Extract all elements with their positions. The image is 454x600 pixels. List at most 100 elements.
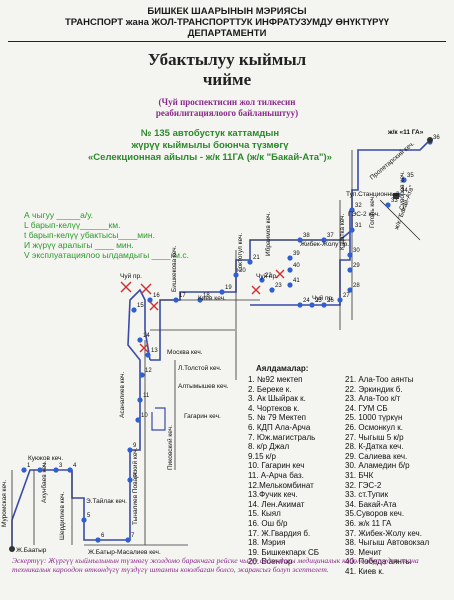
street-gagarin: Гагарин кеч. <box>184 413 221 420</box>
stop-number-19: 19 <box>225 285 232 291</box>
stop-number-8: 8 <box>133 473 137 479</box>
stop-number-40: 40 <box>293 263 300 269</box>
param-length: L барып-келүү______км. <box>24 220 121 230</box>
stop-number-36: 36 <box>433 135 440 141</box>
stop-marker-22 <box>259 277 265 283</box>
stop-item: 33. ст.Тупик <box>345 490 389 500</box>
stop-number-21: 21 <box>253 255 260 261</box>
stop-number-23: 23 <box>275 283 282 289</box>
stop-item: 34. Бакай-Ата <box>345 499 397 509</box>
street-toktogul: Токтогул кеч. <box>237 233 244 272</box>
header-divider <box>8 41 446 42</box>
street-tailak: Э.Тайлак кеч. <box>86 497 127 505</box>
stop-item: 9.15 к/р <box>248 451 276 461</box>
stop-marker-1 <box>21 467 27 473</box>
stop-number-11: 11 <box>143 393 150 399</box>
stop-number-24: 24 <box>303 298 310 304</box>
stop-marker-17 <box>173 297 179 303</box>
street-kdatka: К.Датка кеч. <box>339 213 346 250</box>
street-asanaliev: Асаналиев кеч. <box>119 372 126 418</box>
stop-item: 8. к/р Джал <box>248 442 290 452</box>
stop-item: 38. Чыгыш Автовокзал <box>345 538 430 548</box>
stop-number-31: 31 <box>355 223 362 229</box>
stop-marker-10 <box>135 417 141 423</box>
stop-number-25: 25 <box>315 298 322 304</box>
stop-item: 29. Салиева кеч. <box>345 451 408 461</box>
stop-item: 22. Эркиндик б. <box>345 384 403 394</box>
stop-number-9: 9 <box>133 443 137 449</box>
header-line-2: ТРАНСПОРТ жана ЖОЛ-ТРАНСПОРТТУК ИНФРАТУЗ… <box>64 17 390 28</box>
stop-number-17: 17 <box>179 293 186 299</box>
street-chuy-right: Чуй пр. <box>312 294 334 302</box>
header-line-1: БИШКЕК ШААРЫНЫН МЭРИЯСЫ <box>147 6 307 17</box>
stop-number-37: 37 <box>327 233 334 239</box>
stop-marker-25 <box>309 302 315 308</box>
stop-marker-30 <box>347 252 353 258</box>
stop-marker-39 <box>287 255 293 261</box>
stop-number-38: 38 <box>303 233 310 239</box>
stop-item: 35.Суворов кеч. <box>345 509 405 519</box>
stop-item: 28. К-Датка кеч. <box>345 442 404 452</box>
stop-item: 26. Осмонкул к. <box>345 422 403 432</box>
stop-marker-27 <box>337 297 343 303</box>
stop-marker-19 <box>219 289 225 295</box>
stop-number-13: 13 <box>151 348 158 354</box>
header-line-3: ДЕПАРТАМЕНТИ <box>187 28 267 39</box>
stop-item: 14. Лен.Акимат <box>248 499 305 509</box>
stop-item: 10. Гагарин кеч <box>248 461 305 471</box>
stop-number-14: 14 <box>143 333 150 339</box>
route-line-2: жүрүү кыймылы боюнча түзмөгү <box>131 140 289 151</box>
subtitle-line-1: (Чуй проспектисин жол тилкесин <box>158 97 296 107</box>
street-akhunbaev: Ахунбаев кеч. <box>40 461 48 503</box>
stop-number-2: 2 <box>43 463 47 469</box>
stop-item: 40. Победа аянты <box>345 557 412 567</box>
stop-number-15: 15 <box>137 303 144 309</box>
stop-marker-37 <box>321 237 327 243</box>
stop-marker-33 <box>385 202 391 208</box>
stop-marker-41 <box>287 282 293 288</box>
stop-item: 32. ГЭС-2 <box>345 480 382 490</box>
stop-marker-6 <box>95 537 101 543</box>
stop-marker-16 <box>147 297 153 303</box>
stop-number-39: 39 <box>293 251 300 257</box>
stop-item: 17. Ж.Гвардия б. <box>248 528 311 538</box>
street-grid <box>11 150 421 548</box>
street-ibraimov: Ибраимов кеч. <box>264 212 272 256</box>
street-suvorov: Суворов кеч. <box>399 171 406 210</box>
stop-number-7: 7 <box>131 533 135 539</box>
street-gas2: ГЭС-2 кеч. <box>348 211 380 218</box>
street-kuyukov: Куюков кеч. <box>28 455 63 462</box>
stop-item: 2. Береке к. <box>248 384 292 394</box>
cross-marks <box>120 269 285 353</box>
stop-marker-20 <box>233 272 239 278</box>
stop-item: 31. БЧК <box>345 470 374 480</box>
param-output: А чыгуу _____а/у. <box>24 210 94 220</box>
stop-marker-9 <box>127 447 133 453</box>
stop-item: 27. Чыгыш 5 к/р <box>345 432 404 442</box>
stop-item: 1. №92 мектеп <box>248 375 303 384</box>
stop-marker-23 <box>269 287 275 293</box>
stop-number-3: 3 <box>59 463 63 469</box>
stop-item: 16. Ош б/р <box>248 518 288 528</box>
stop-number-26: 26 <box>327 298 334 304</box>
street-kiev: Киев кеч. <box>198 295 226 302</box>
stop-marker-35 <box>401 177 407 183</box>
stop-marker-14 <box>137 337 143 343</box>
end-label: ж/к «11 ГА» <box>387 129 424 136</box>
street-altymyshev: Алтымышев кеч. <box>178 383 229 390</box>
stop-number-27: 27 <box>343 293 350 299</box>
stop-item: 11. А-Арча баз. <box>248 470 304 480</box>
title-line-2: чийме <box>202 70 252 89</box>
stop-marker-4 <box>67 467 73 473</box>
stop-marker-8 <box>127 477 133 483</box>
street-bishkekova: Бишкекова кеч. <box>171 245 178 292</box>
street-jibek-jolu: Жибек-Жолу пр. <box>300 240 349 248</box>
stop-item: 3. Ак Шыйрак к. <box>248 394 306 404</box>
stop-number-41: 41 <box>293 278 300 284</box>
stop-item: 4. Чортеков к. <box>248 403 300 413</box>
stop-marker-13 <box>145 352 151 358</box>
stop-number-10: 10 <box>141 413 148 419</box>
stop-number-29: 29 <box>353 263 360 269</box>
